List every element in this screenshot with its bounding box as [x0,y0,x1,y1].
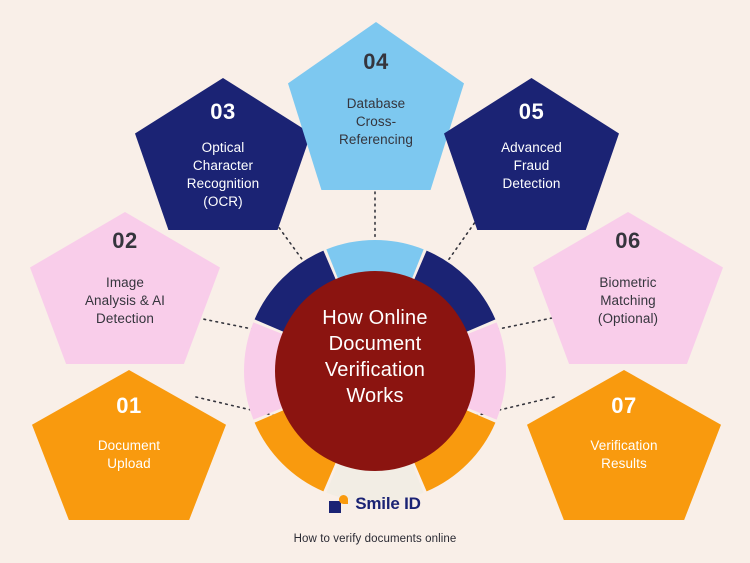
brand-lockup: Smile ID [0,494,750,514]
step-label-06: Biometric Matching (Optional) [597,275,659,326]
donut-segment [411,407,496,492]
step-number-03: 03 [210,99,236,124]
step-number-02: 02 [112,228,138,253]
logo-square-shape [329,501,342,513]
brand-name: Smile ID [355,494,421,513]
step-label-04: Database Cross- Referencing [339,96,413,147]
donut-segment [254,407,339,492]
step-number-05: 05 [518,99,545,124]
step-label-01: Document Upload [97,438,161,471]
connector-line-05 [446,217,479,263]
step-label-03: Optical Character Recognition (OCR) [186,140,260,209]
connector-line-07 [469,396,555,418]
step-label-07: Verification Results [590,438,658,471]
logo-quarter-circle-shape [339,495,349,504]
donut-segment [254,250,339,335]
step-number-07: 07 [611,393,637,418]
step-number-06: 06 [615,228,641,253]
step-pentagon-01[interactable]: 01 Document Upload [32,370,226,520]
step-label-02: Image Analysis & AI Detection [84,275,166,326]
smile-id-logo-icon [329,494,349,514]
center-title: How Online Document Verification Works [322,307,428,407]
donut-segment [411,250,496,335]
step-number-01: 01 [116,393,142,418]
footer-caption: How to verify documents online [293,533,457,545]
step-number-04: 04 [363,49,389,74]
step-label-05: Advanced Fraud Detection [501,140,562,191]
